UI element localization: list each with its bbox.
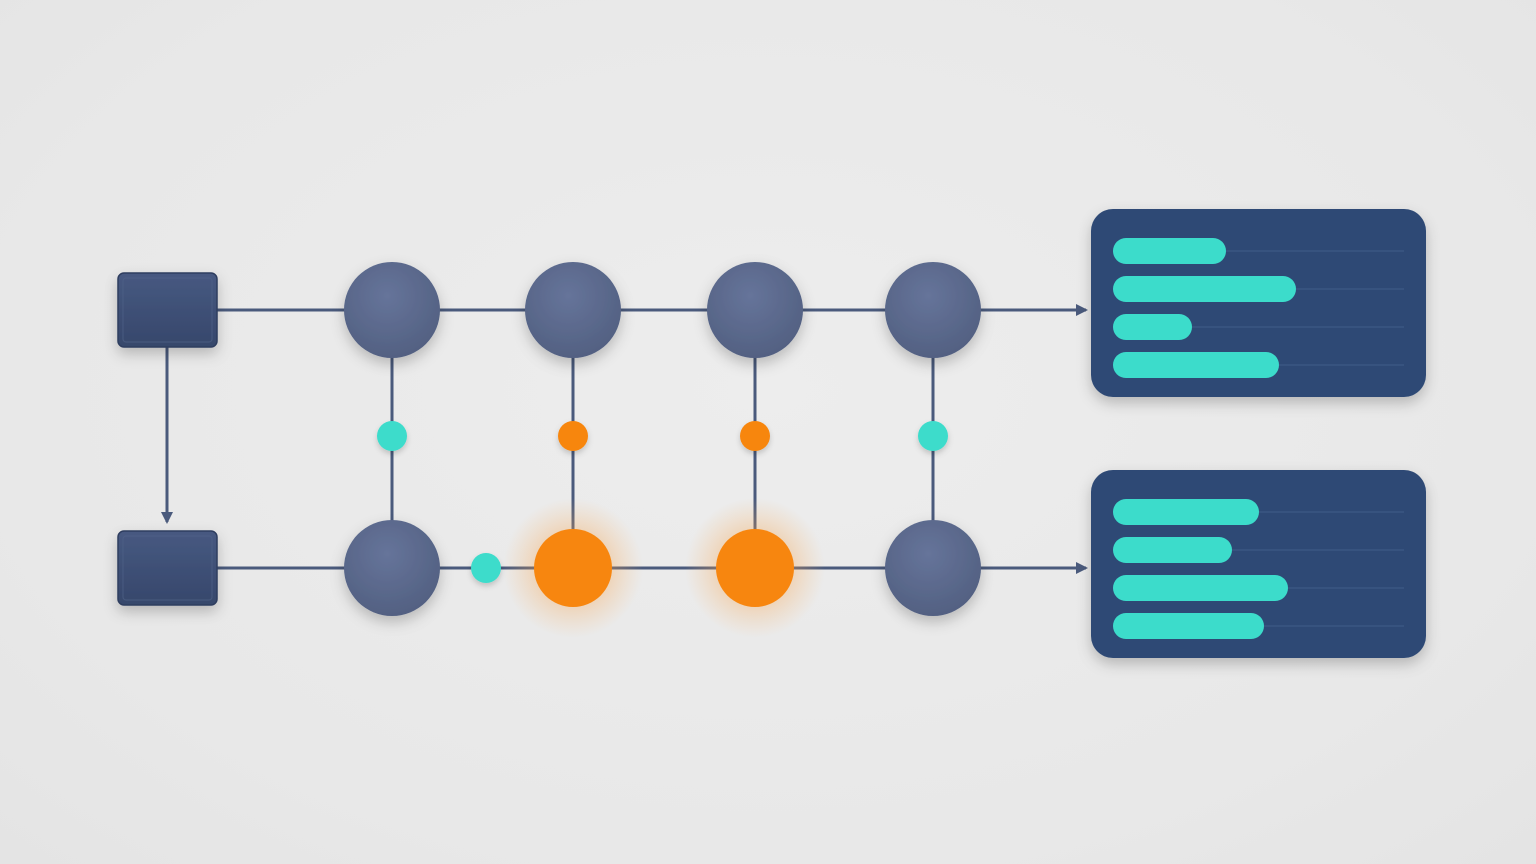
bottom-edge-dot-1 xyxy=(471,553,501,583)
top-row-node-2 xyxy=(525,262,621,358)
output-panel-layer xyxy=(1091,209,1426,658)
node-layer xyxy=(117,262,981,616)
bottom-row-highlighted-node-3 xyxy=(716,529,794,607)
bottom-row-highlighted-node-2 xyxy=(534,529,612,607)
top-output-panel-bar-4 xyxy=(1113,352,1279,378)
top-output-panel-bar-3 xyxy=(1113,314,1192,340)
bottom-output-panel-bar-2 xyxy=(1113,537,1232,563)
link-dot-4 xyxy=(918,421,948,451)
top-row-node-1 xyxy=(344,262,440,358)
top-row-node-4 xyxy=(885,262,981,358)
source-block-2 xyxy=(117,530,218,606)
bottom-output-panel-bar-1 xyxy=(1113,499,1259,525)
top-output-panel-bar-1 xyxy=(1113,238,1226,264)
source-block-bevel-2 xyxy=(122,535,213,601)
source-block-bevel-1 xyxy=(122,277,213,343)
top-output-panel-bar-2 xyxy=(1113,276,1296,302)
link-dot-3 xyxy=(740,421,770,451)
bottom-output-panel-bar-4 xyxy=(1113,613,1264,639)
source-block-1 xyxy=(117,272,218,348)
bottom-row-node-4 xyxy=(885,520,981,616)
bottom-output-panel-bar-3 xyxy=(1113,575,1288,601)
top-row-node-3 xyxy=(707,262,803,358)
bottom-row-node-1 xyxy=(344,520,440,616)
link-dot-2 xyxy=(558,421,588,451)
link-dot-1 xyxy=(377,421,407,451)
